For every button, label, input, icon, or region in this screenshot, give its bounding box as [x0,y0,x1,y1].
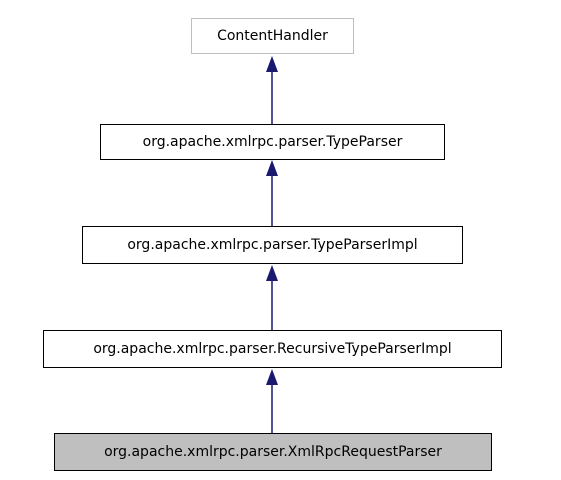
node-recursivetypeparserimpl[interactable]: org.apache.xmlrpc.parser.RecursiveTypePa… [43,330,502,368]
edge-typeparserimpl-to-typeparser [266,160,278,226]
node-typeparser[interactable]: org.apache.xmlrpc.parser.TypeParser [100,124,445,160]
node-label: org.apache.xmlrpc.parser.TypeParserImpl [127,237,418,253]
edge-xmlrpcrequestparser-to-recursivetypeparserimpl [266,369,278,433]
inheritance-arrowhead-icon [266,265,278,281]
edge-recursivetypeparserimpl-to-typeparserimpl [266,265,278,330]
node-contenthandler: ContentHandler [191,18,354,54]
inheritance-arrowhead-icon [266,369,278,385]
node-label: org.apache.xmlrpc.parser.RecursiveTypePa… [93,341,452,357]
node-xmlrpcrequestparser: org.apache.xmlrpc.parser.XmlRpcRequestPa… [54,433,492,471]
node-label: org.apache.xmlrpc.parser.TypeParser [142,134,403,150]
node-typeparserimpl[interactable]: org.apache.xmlrpc.parser.TypeParserImpl [82,226,463,264]
edge-typeparser-to-contenthandler [266,56,278,124]
inheritance-arrowhead-icon [266,160,278,176]
node-label: ContentHandler [217,28,328,44]
node-label: org.apache.xmlrpc.parser.XmlRpcRequestPa… [104,444,442,460]
inheritance-arrowhead-icon [266,56,278,72]
